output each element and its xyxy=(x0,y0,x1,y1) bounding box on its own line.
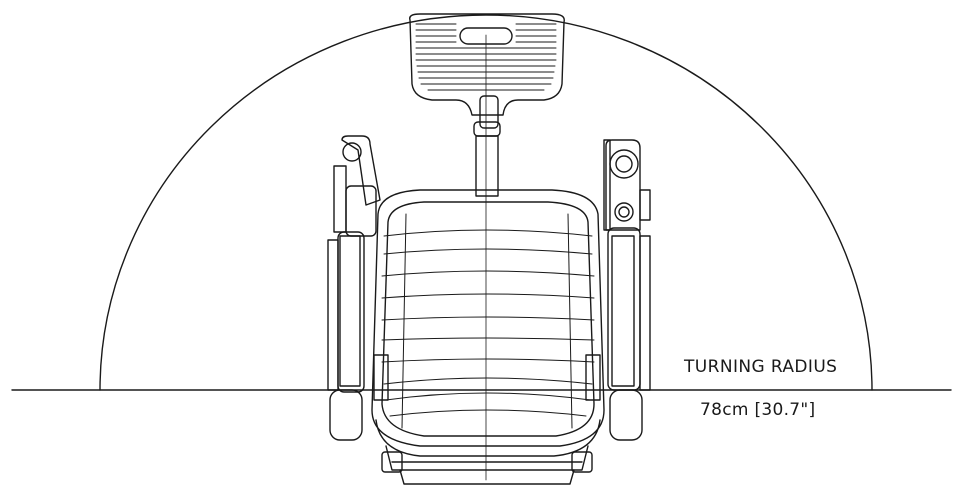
turning-radius-arc xyxy=(99,14,873,391)
footrest-stem xyxy=(473,95,501,197)
turning-radius-label: TURNING RADIUS xyxy=(684,357,838,377)
joystick-knob-outer xyxy=(609,149,639,179)
turning-radius-value: 78cm [30.7"] xyxy=(700,400,816,420)
seat-base xyxy=(371,189,605,447)
seat-contours xyxy=(381,213,595,429)
joystick-knob-inner xyxy=(615,155,633,173)
front-housing xyxy=(375,419,601,485)
left-armrest xyxy=(327,135,389,441)
footrest-handle xyxy=(459,27,513,45)
footrest-plate xyxy=(409,13,565,116)
right-armrest xyxy=(585,139,651,441)
